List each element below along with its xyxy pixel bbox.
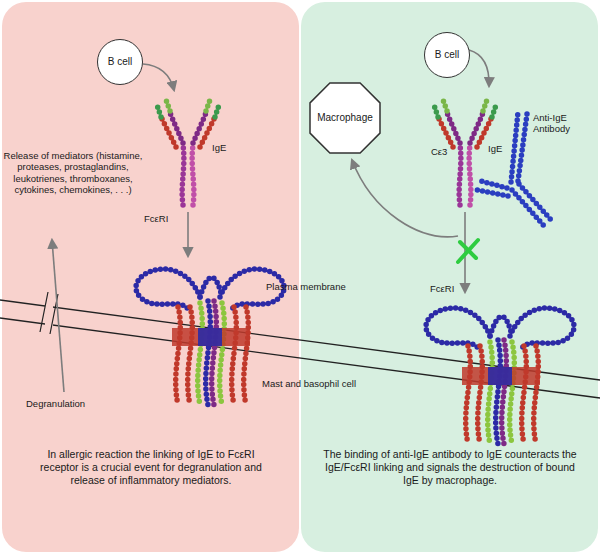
panel-caption: In allergic reaction the linking of IgE … [36, 448, 266, 487]
node-label: B cell [435, 49, 459, 61]
molecule-label: IgE [488, 143, 512, 154]
domain-label: Cε3 [431, 146, 455, 157]
therapy-panel: The binding of anti-IgE antibody to IgE … [301, 2, 598, 552]
molecule-label: IgE [212, 142, 242, 153]
block-cross [458, 240, 478, 262]
b-cell: B cell [424, 32, 470, 78]
cell-label: Mast and basophil cell [262, 378, 382, 389]
b-cell: B cell [97, 39, 143, 85]
receptor-label: FcεRI [144, 213, 184, 224]
panel-caption: The binding of anti-IgE antibody to IgE … [323, 448, 577, 487]
macrophage: Macrophage [309, 82, 381, 154]
fceri-receptor [426, 308, 574, 444]
node-label: B cell [108, 56, 132, 68]
allergy-panel: In allergic reaction the linking of IgE … [2, 2, 299, 552]
antibody-label: Anti-IgE Antibody [533, 112, 595, 135]
ige-molecule [157, 97, 219, 205]
node-label: Macrophage [317, 112, 373, 124]
arrow [52, 50, 489, 392]
membrane-label: Plasma membrane [266, 281, 366, 292]
fceri-receptor [136, 269, 284, 405]
process-label: Degranulation [26, 398, 106, 409]
receptor-label: FcεRI [430, 283, 470, 294]
mediator-note: Release of mediators (histamine, proteas… [3, 150, 143, 196]
